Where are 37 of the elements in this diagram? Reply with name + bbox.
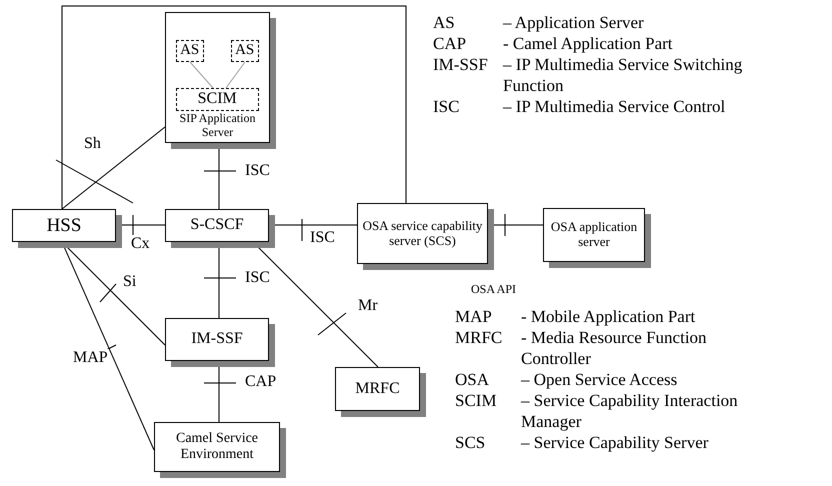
abbreviation: MRFC [455,327,504,349]
node-label: AS [180,42,200,60]
definition: – Open Service Access [521,369,678,390]
definition: – Service Capability Server [521,432,710,453]
abbreviation: AS [433,12,456,33]
abbreviation: SCIM [455,390,498,412]
node-label: SCIM [196,90,238,108]
definition: – IP Multimedia Service Control [503,96,726,117]
dashed-box [230,40,259,62]
connector-line [62,126,166,210]
node-label: MRFC [354,380,401,398]
node-label: HSS [46,214,82,236]
abbreviation: CAP [433,33,468,54]
definition: – IP Multimedia Service Switching Function [503,54,744,96]
definition: - Camel Application Part [503,33,674,54]
connector-line [226,62,246,88]
definition: – Service Capability Interaction Manager [521,390,739,432]
abbreviation: ISC [433,96,460,117]
definition: – Application Server [503,12,645,33]
definition: - Media Resource Function Controller [521,327,708,369]
abbreviation: MAP [455,306,493,327]
edge-label: OSA API [470,283,518,296]
dashed-box [176,88,259,111]
dashed-box [176,40,204,62]
node-label: S-CSCF [189,216,245,235]
definition: - Mobile Application Part [521,306,696,327]
node-label: OSA service capability server (SCS) [362,218,484,248]
connector-line [62,6,406,210]
abbreviation: OSA [455,369,490,390]
node-label: SIP Application Server [178,112,256,142]
node-label: AS [235,42,254,60]
node-label: Camel Service Environment [174,430,260,464]
connector-line [190,62,214,88]
node-label: OSA application server [550,220,638,250]
node-label: IM-SSF [190,330,244,349]
abbreviation: IM-SSF [433,54,489,76]
abbreviation: SCS [455,432,486,453]
